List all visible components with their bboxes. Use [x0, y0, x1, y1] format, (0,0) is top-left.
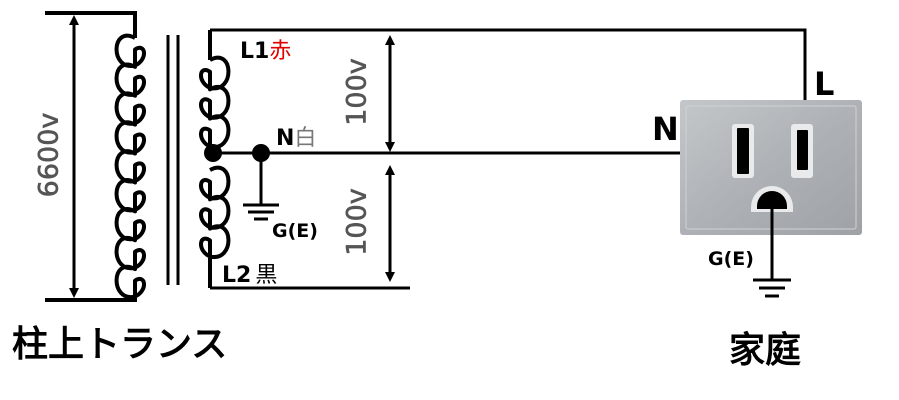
home-caption: 家庭: [729, 330, 801, 371]
outlet-ground-symbol: [753, 209, 791, 298]
terminal-l1-color-word: 赤: [269, 39, 291, 64]
secondary-upper-voltage-label: 100v: [342, 58, 373, 126]
terminal-l1-label: L1赤: [240, 39, 291, 64]
outlet-ground-hole: [751, 186, 793, 212]
outlet-l-label: L: [814, 65, 834, 103]
secondary-lower-voltage-label: 100v: [342, 188, 373, 256]
outlet-neutral-slot: [732, 124, 754, 178]
terminal-l1-code: L1: [240, 39, 269, 64]
wall-outlet: [680, 100, 862, 235]
terminal-n-label: N白: [276, 126, 316, 151]
transformer-ground-label: G(E): [272, 220, 318, 242]
outlet-n-label: N: [652, 110, 679, 148]
terminal-n-color-word: 白: [294, 126, 316, 151]
transformer-caption: 柱上トランス: [12, 324, 227, 365]
outlet-live-slot: [791, 124, 813, 178]
l1-wire: [210, 28, 807, 128]
terminal-l2-code: L2: [222, 263, 251, 288]
primary-winding: [45, 11, 146, 302]
outlet-ground-label: G(E): [708, 248, 754, 270]
primary-voltage-label: 6600v: [34, 113, 65, 198]
terminal-n-code: N: [276, 126, 294, 151]
terminal-l2-color-word: 黒: [255, 263, 277, 288]
transformer-ground-symbol: [243, 153, 279, 221]
transformer-core: [166, 35, 180, 285]
